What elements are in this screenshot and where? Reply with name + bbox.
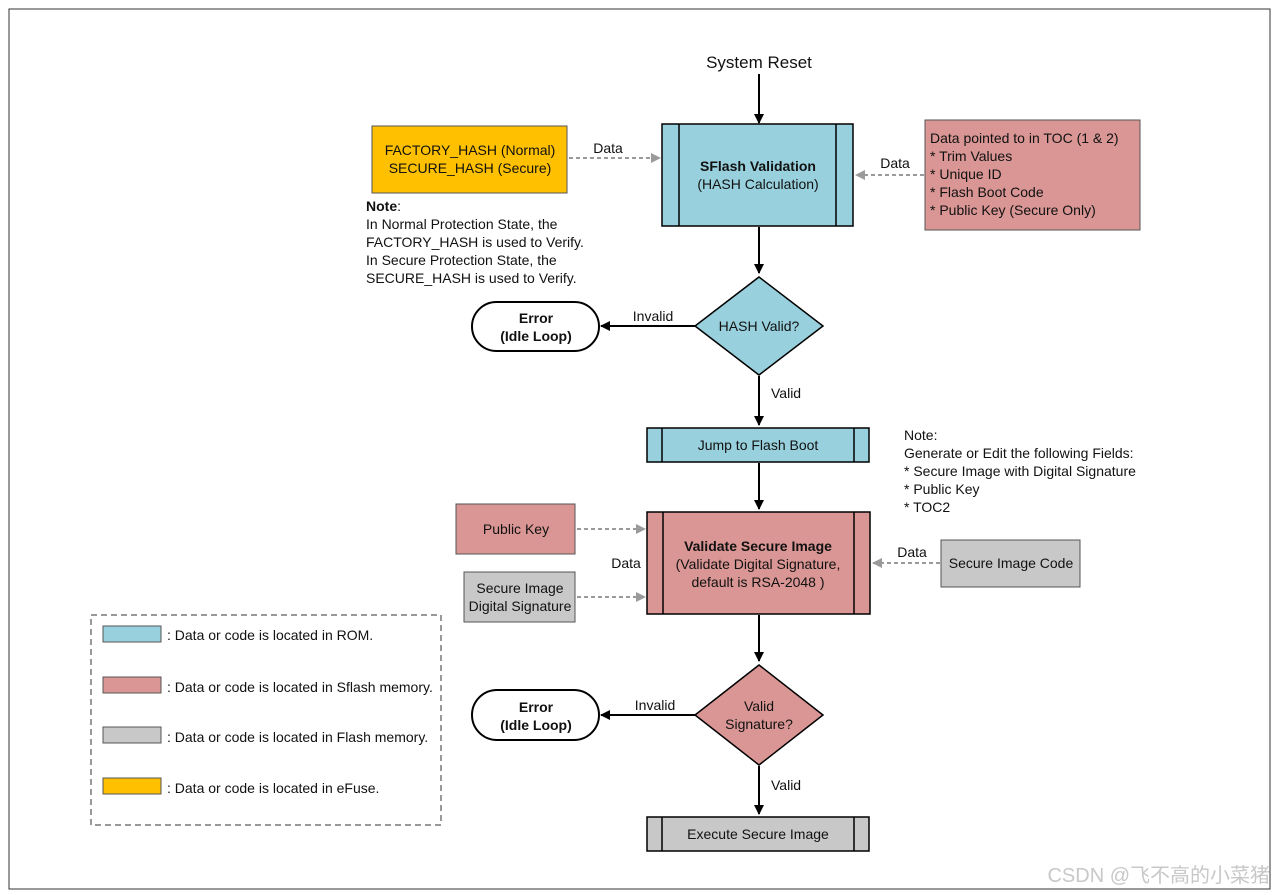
note1-line: SECURE_HASH is used to Verify.: [366, 270, 577, 286]
data-label-code: Data: [897, 544, 927, 560]
sflash-validation-box: SFlash Validation (HASH Calculation): [661, 123, 854, 227]
validate-secure-image-line: (Validate Digital Signature,: [676, 556, 841, 572]
digital-signature-label: Digital Signature: [469, 598, 572, 614]
note1-heading: Note: [366, 198, 397, 214]
legend-swatch-flash: [102, 726, 162, 744]
note-generate-fields: Note: Generate or Edit the following Fie…: [904, 427, 1136, 515]
jump-to-flash-boot-box: Jump to Flash Boot: [646, 427, 870, 463]
legend-frame: [90, 614, 442, 826]
public-key-box: Public Key: [455, 503, 576, 555]
valid-signature-line1: Valid: [744, 698, 774, 714]
error-title: Error: [519, 699, 554, 715]
validate-secure-image-line: default is RSA-2048 ): [691, 574, 824, 590]
note1-colon: :: [397, 198, 401, 214]
error-idle-loop-terminal: Error (Idle Loop): [471, 301, 600, 352]
note1-line: In Normal Protection State, the: [366, 216, 558, 232]
secure-hash-label: SECURE_HASH (Secure): [389, 160, 552, 176]
sflash-validation-title: SFlash Validation: [700, 158, 816, 174]
toc-data-box: Data pointed to in TOC (1 & 2) * Trim Va…: [924, 119, 1141, 231]
efuse-hash-box: FACTORY_HASH (Normal) SECURE_HASH (Secur…: [371, 125, 568, 194]
note1-line: FACTORY_HASH is used to Verify.: [366, 234, 584, 250]
legend: : Data or code is located in ROM. : Data…: [90, 614, 442, 826]
data-label-efuse: Data: [593, 140, 623, 156]
note2-line: Generate or Edit the following Fields:: [904, 445, 1134, 461]
valid-label-signature: Valid: [771, 777, 801, 793]
svg-text:Note:: Note:: [366, 198, 401, 214]
valid-signature-line2: Signature?: [725, 716, 793, 732]
hash-valid-label: HASH Valid?: [719, 318, 800, 334]
diagram-frame: [8, 8, 1271, 890]
legend-swatch-efuse: [102, 777, 162, 795]
note2-line: * Secure Image with Digital Signature: [904, 463, 1136, 479]
invalid-label-signature: Invalid: [635, 697, 675, 713]
validate-secure-image-box: Validate Secure Image (Validate Digital …: [646, 511, 871, 615]
data-label-inputs: Data: [611, 555, 641, 571]
valid-label-hash: Valid: [771, 385, 801, 401]
execute-secure-image-label: Execute Secure Image: [687, 826, 829, 842]
factory-hash-label: FACTORY_HASH (Normal): [385, 142, 556, 158]
toc-item: * Trim Values: [930, 148, 1012, 164]
legend-swatch-rom: [102, 625, 162, 643]
note-protection-state: Note: In Normal Protection State, the FA…: [366, 198, 584, 286]
system-reset-label: System Reset: [706, 53, 812, 72]
note2-line: Note:: [904, 427, 937, 443]
note1-line: In Secure Protection State, the: [366, 252, 557, 268]
watermark: CSDN @飞不高的小菜猪: [1047, 864, 1270, 887]
error-subtitle: (Idle Loop): [500, 328, 572, 344]
public-key-label: Public Key: [483, 521, 549, 537]
secure-image-signature-box: Secure Image Digital Signature: [463, 571, 576, 623]
legend-text-sflash: : Data or code is located in Sflash memo…: [167, 679, 433, 695]
hash-valid-decision: HASH Valid?: [693, 276, 825, 376]
legend-text-rom: : Data or code is located in ROM.: [167, 627, 373, 643]
note2-line: * Public Key: [904, 481, 979, 497]
valid-signature-decision: Valid Signature?: [693, 664, 825, 766]
legend-swatch-sflash: [102, 676, 162, 694]
legend-text-efuse: : Data or code is located in eFuse.: [167, 780, 379, 796]
toc-item: * Unique ID: [930, 166, 1002, 182]
invalid-label-hash: Invalid: [633, 308, 673, 324]
data-label-toc: Data: [880, 155, 910, 171]
error-title: Error: [519, 310, 554, 326]
execute-secure-image-box: Execute Secure Image: [646, 816, 870, 852]
toc-item: * Public Key (Secure Only): [930, 202, 1096, 218]
toc-data-title: Data pointed to in TOC (1 & 2): [930, 130, 1119, 146]
legend-text-flash: : Data or code is located in Flash memor…: [167, 729, 428, 745]
error-idle-loop-terminal: Error (Idle Loop): [471, 689, 600, 741]
secure-image-label: Secure Image: [476, 580, 563, 596]
secure-image-code-box: Secure Image Code: [940, 539, 1081, 588]
sflash-validation-subtitle: (HASH Calculation): [697, 176, 818, 192]
toc-item: * Flash Boot Code: [930, 184, 1044, 200]
error-subtitle: (Idle Loop): [500, 717, 572, 733]
note2-line: * TOC2: [904, 499, 950, 515]
secure-image-code-label: Secure Image Code: [949, 555, 1074, 571]
validate-secure-image-title: Validate Secure Image: [684, 538, 832, 554]
jump-to-flash-boot-label: Jump to Flash Boot: [698, 437, 819, 453]
